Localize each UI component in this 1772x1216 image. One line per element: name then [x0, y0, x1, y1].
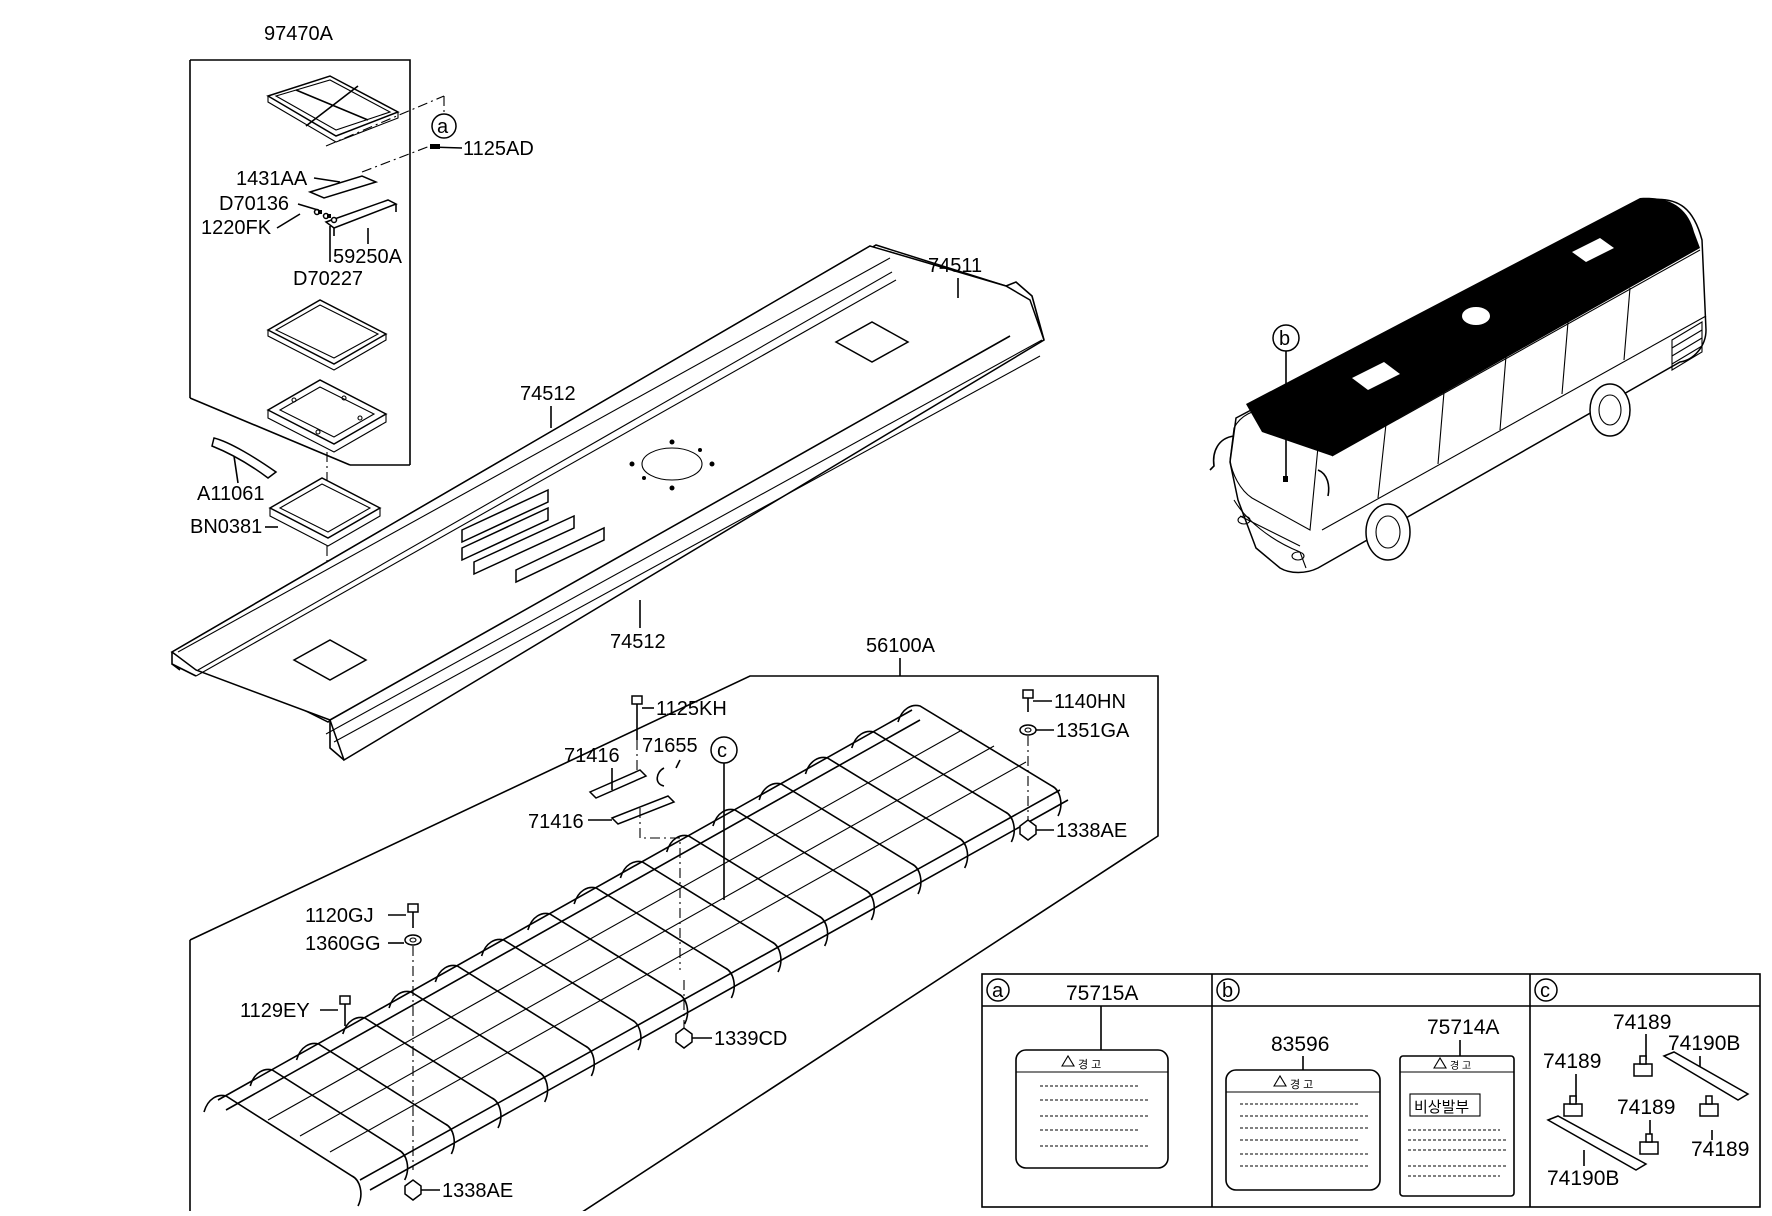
bracket-71416 [588, 759, 681, 970]
hatch-kit-group: 97470A a [189, 23, 534, 655]
label-1351GA: 1351GA [1056, 720, 1130, 742]
carrier-crossbar [434, 964, 595, 1077]
label-1360GG: 1360GG [305, 933, 381, 955]
label-1338AE-top: 1338AE [1056, 820, 1127, 842]
callout-a: a [429, 113, 463, 149]
label-1125AD: 1125AD [463, 138, 534, 160]
label-1140HN: 1140HN [1054, 691, 1126, 713]
label-59250A: 59250A [333, 246, 403, 268]
bolt-1125KH [631, 695, 654, 770]
decal-a-title: 경 고 [1078, 1058, 1101, 1071]
washer-1351GA [1019, 724, 1054, 820]
carrier-crossbar [527, 912, 689, 1025]
legend-74189-mid: 74189 [1617, 1096, 1675, 1119]
svg-text:c: c [717, 740, 727, 762]
label-1129EY: 1129EY [240, 1000, 310, 1022]
carrier-crossbar [665, 834, 829, 947]
legend-74189-right: 74189 [1691, 1138, 1749, 1161]
legend-part-75714A: 75714A [1427, 1016, 1499, 1039]
legend-callout-c: c [1540, 980, 1550, 1002]
hinge-assembly [307, 145, 431, 236]
label-BN0381: BN0381 [190, 516, 262, 538]
legend-part-83596: 83596 [1271, 1033, 1329, 1056]
part-BN0381: BN0381 [190, 477, 382, 547]
label-74512-top: 74512 [520, 383, 576, 405]
nut-1339CD [675, 980, 712, 1049]
hatch-lid [266, 75, 400, 143]
legend-74190B-top: 74190B [1668, 1032, 1740, 1055]
legend-74189-top: 74189 [1613, 1011, 1671, 1034]
legend-74189-left: 74189 [1543, 1050, 1601, 1073]
label-71416-top: 71416 [564, 745, 620, 767]
carrier-crossbar [342, 1016, 502, 1129]
carrier-crossbar [850, 730, 1015, 843]
decal-b2-heading: 비상발부 [1414, 1099, 1469, 1116]
legend-table: a 75715A b c 경 고 83596 경 고 [981, 973, 1761, 1208]
label-D70227: D70227 [293, 268, 363, 290]
svg-text:b: b [1279, 328, 1290, 350]
label-71655: 71655 [642, 735, 698, 757]
carrier-crossbar [249, 1068, 409, 1181]
bolt-1129EY [320, 995, 351, 1026]
callout-c: c [710, 736, 738, 900]
carrier-crossbars [203, 704, 1062, 1207]
legend-callout-b: b [1222, 980, 1233, 1002]
hatch-frame-lower [266, 379, 388, 453]
bolt-1120GJ [388, 903, 419, 928]
label-1338AE-bottom: 1338AE [442, 1180, 513, 1202]
washer-1360GG [388, 934, 422, 1170]
legend-part-75715A: 75715A [1066, 982, 1138, 1005]
label-1220FK: 1220FK [201, 217, 272, 239]
part-A11061: A11061 [197, 437, 278, 505]
bus-illustration: b [1209, 197, 1707, 574]
label-74511: 74511 [928, 255, 982, 277]
bolt-1140HN [1022, 689, 1052, 712]
hatch-frame-upper [266, 299, 388, 371]
decal-75714A: 경 고 비상발부 [1399, 1055, 1515, 1197]
label-1431AA: 1431AA [236, 168, 308, 190]
legend-callout-a: a [992, 980, 1004, 1002]
decal-83596: 경 고 [1225, 1069, 1381, 1191]
carrier-crossbar [388, 990, 549, 1103]
label-74512-bottom: 74512 [610, 631, 666, 653]
label-1125KH: 1125KH [656, 698, 727, 720]
label-56100A: 56100A [866, 635, 936, 657]
carrier-crossbar [619, 860, 782, 973]
label-1339CD: 1339CD [714, 1028, 787, 1050]
carrier-crossbar [758, 782, 922, 895]
carrier-crossbar [897, 704, 1062, 817]
roof-panels: 74511 74512 74512 [170, 244, 1045, 762]
carrier-crossbar [573, 886, 735, 999]
svg-text:a: a [437, 116, 449, 138]
carrier-rack [217, 709, 1069, 1191]
legend-74190B-bottom: 74190B [1547, 1167, 1619, 1190]
callout-b: b [1272, 324, 1300, 482]
decal-75715A: 경 고 [1015, 1049, 1169, 1169]
label-97470A: 97470A [264, 23, 334, 45]
label-A11061: A11061 [197, 483, 264, 505]
carrier-crossbar [203, 1094, 362, 1207]
carrier-crossbar [295, 1042, 455, 1155]
roof-carrier-group: 56100A 1125KH 1140HN [189, 635, 1159, 1216]
carrier-crossbar [712, 808, 875, 921]
label-D70136: D70136 [219, 193, 289, 215]
label-71416-bottom: 71416 [528, 811, 584, 833]
nut-1338AE-bottom [404, 1179, 440, 1201]
nut-1338AE-top [1019, 819, 1054, 841]
legend-c-parts: 74189 74190B 74189 74189 74189 74190B [1543, 1011, 1750, 1190]
decal-b1-title: 경 고 [1290, 1078, 1313, 1091]
label-1120GJ: 1120GJ [305, 905, 374, 927]
decal-b2-title: 경 고 [1450, 1059, 1471, 1072]
carrier-crossbar [480, 938, 642, 1051]
carrier-crossbar [804, 756, 969, 869]
